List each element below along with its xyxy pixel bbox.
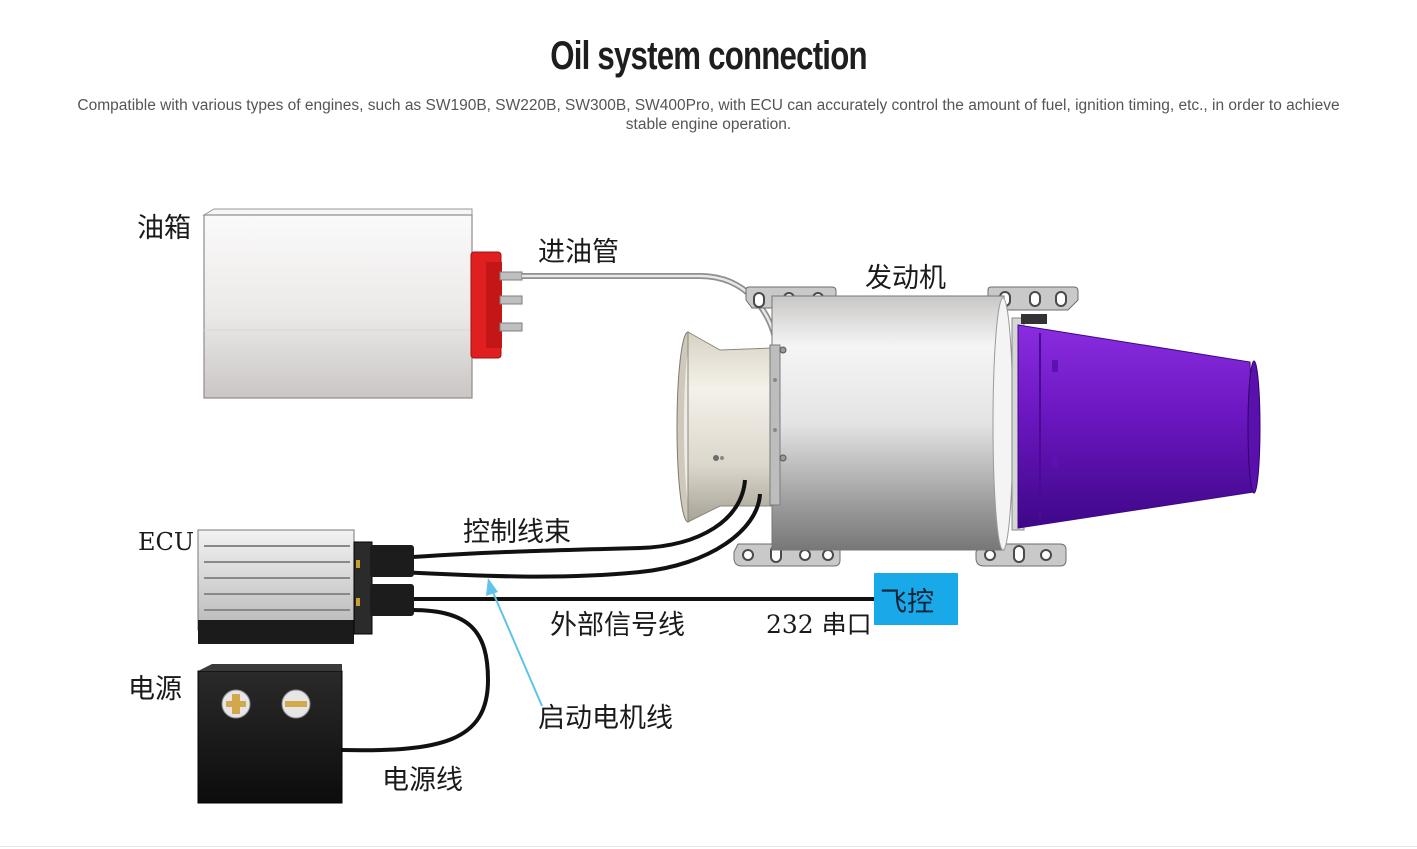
flight-controller-box bbox=[874, 573, 958, 625]
battery-icon bbox=[197, 664, 343, 804]
label-power-line: 电源线 bbox=[382, 765, 463, 796]
cables bbox=[341, 479, 874, 753]
label-starter-motor-line: 启动电机线 bbox=[538, 703, 673, 734]
page-title: Oil system connection bbox=[550, 34, 867, 78]
label-flight-controller: 飞控 bbox=[880, 587, 934, 618]
label-fuel-tank: 油箱 bbox=[137, 213, 191, 244]
label-ecu: ECU bbox=[138, 528, 194, 556]
page-subtitle: Compatible with various types of engines… bbox=[77, 97, 1340, 133]
label-control-harness: 控制线束 bbox=[463, 517, 571, 548]
label-fuel-inlet-pipe: 进油管 bbox=[538, 237, 619, 268]
label-external-signal-line: 外部信号线 bbox=[550, 610, 685, 641]
label-power-supply: 电源 bbox=[128, 674, 182, 705]
bottom-divider bbox=[0, 846, 1417, 847]
ecu-icon bbox=[197, 529, 414, 644]
engine-icon bbox=[676, 286, 1261, 567]
arrow-icon bbox=[486, 578, 543, 707]
label-engine: 发动机 bbox=[865, 263, 946, 294]
label-serial-port: 232 串口 bbox=[766, 610, 872, 639]
fuel-tank-icon bbox=[202, 208, 523, 399]
